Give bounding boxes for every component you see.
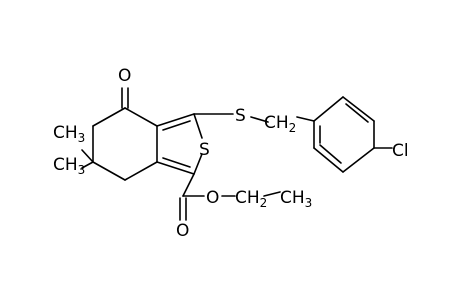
bond-c6-me-upper [81,149,94,163]
atom-ch2-benzyl: CH2 [264,113,296,135]
bond-c4-c3a [124,107,158,127]
atom-ch3-ethyl-sub: 3 [305,196,313,210]
bond-c6-c7 [92,161,126,181]
bond-c7-c7a [124,161,158,181]
atom-ch2-benzyl-main: CH [264,113,289,133]
atom-ch2-benzyl-sub: 2 [289,121,297,135]
atom-s-ring: S [199,140,210,160]
bond-c3-s2 [193,113,203,139]
bond-ar-inner-1 [345,103,369,123]
atom-cl: Cl [392,141,409,161]
bond-ar-2 [342,96,375,122]
atom-me-lower-sub: 3 [78,163,86,177]
atom-me-lower-main: CH [53,155,78,175]
atom-me-upper: CH3 [53,123,85,145]
bond-c1-c7a-inner [162,157,191,168]
atom-ch2-ethyl-main: CH [235,188,260,208]
bond-c3a-c3 [156,113,195,127]
bond-c1-ester-c [182,173,195,197]
atom-o-ketone: O [118,66,131,86]
bond-c4-c5 [92,107,126,127]
bond-c3a-c3-inner [162,120,191,131]
bond-s2-c1 [193,153,203,175]
atom-me-upper-sub: 3 [78,131,86,145]
bond-ch2-ring [296,116,315,122]
atom-me-lower: CH3 [53,155,85,177]
atom-ch2-ethyl: CH2 [235,188,267,210]
atom-me-upper-main: CH [53,123,78,143]
bond-c6-me-lower [81,161,94,169]
atom-o-carbonyl: O [176,221,189,241]
bond-ar-1 [313,96,344,122]
bond-ar-4 [342,147,375,173]
bond-c1-c7a [156,161,195,175]
atom-s-thioether: S [235,106,246,126]
atom-labels: O S CH2 Cl CH3 CH3 S O CH2 CH3 O [53,66,409,241]
bond-ar-5 [313,147,344,173]
atom-ch3-ethyl-main: CH [280,188,305,208]
atom-ch2-ethyl-sub: 2 [260,196,268,210]
bond-ar-inner-2 [319,144,342,164]
atom-o-ester: O [206,188,219,208]
bonds [81,87,393,221]
bond-s-ch2 [250,116,269,123]
atom-ch3-ethyl: CH3 [280,188,312,210]
bond-ch2-ch3 [263,191,281,197]
